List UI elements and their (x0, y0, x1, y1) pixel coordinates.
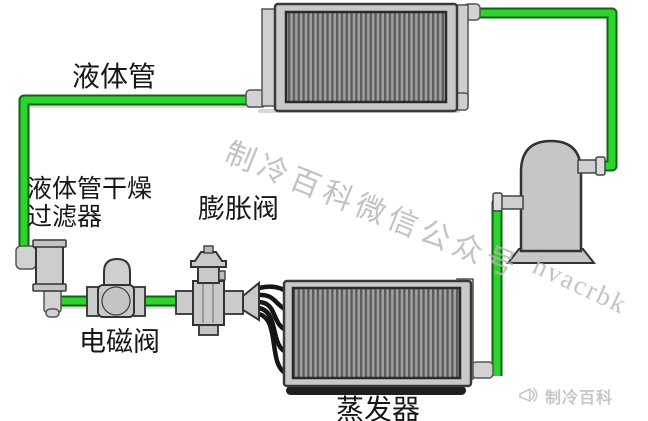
suction-pipe (491, 197, 503, 376)
label-solenoid-valve: 电磁阀 (79, 327, 160, 357)
filter-drier-body (35, 242, 64, 288)
exv-body (192, 280, 225, 326)
exv-right-port (223, 290, 244, 315)
evaporator-shadow (286, 386, 466, 395)
expansion-valve (175, 245, 260, 336)
label-expansion-valve: 膨胀阀 (198, 194, 279, 224)
label-filter-drier-line2: 过滤器 (27, 203, 103, 231)
exv-side-nub (218, 270, 226, 281)
filter-inlet-elbow (15, 245, 37, 270)
exv-left-port (175, 290, 194, 315)
exv-top-knob (203, 245, 214, 254)
discharge-nozzle-ring (595, 156, 606, 176)
solenoid-body-sphere (101, 286, 131, 316)
exv-neck (197, 266, 220, 284)
distributor-cone (242, 280, 260, 322)
brand-logo-text: 制冷百科 (545, 390, 614, 407)
label-liquid-pipe: 液体管 (72, 61, 157, 92)
brand-logo: 制冷百科 (518, 384, 613, 408)
filter-outlet-elbow-cap (45, 308, 60, 318)
megaphone-icon (519, 387, 538, 403)
evaporator-outlet-elbow (471, 361, 494, 379)
compressor-shell (519, 139, 583, 253)
solenoid-valve (86, 257, 146, 318)
filter-drier-top-cap (32, 239, 67, 248)
compressor (492, 139, 606, 264)
label-evaporator: 蒸发器 (336, 394, 421, 421)
suction-nozzle-ring (492, 192, 503, 212)
solenoid-coil-dome (103, 257, 131, 289)
label-filter-drier: 液体管干燥过滤器 (27, 175, 187, 231)
evaporator (282, 278, 474, 388)
exv-bell-cap (190, 251, 227, 268)
suction-nozzle (499, 195, 524, 210)
filter-drier (32, 239, 67, 292)
discharge-pipe (471, 7, 618, 172)
condenser (261, 2, 469, 113)
label-filter-drier-line1: 液体管干燥 (27, 175, 153, 203)
filter-drier-bottom-cap (32, 283, 67, 292)
evaporator-coil (291, 286, 462, 380)
condenser-coil (284, 10, 448, 104)
